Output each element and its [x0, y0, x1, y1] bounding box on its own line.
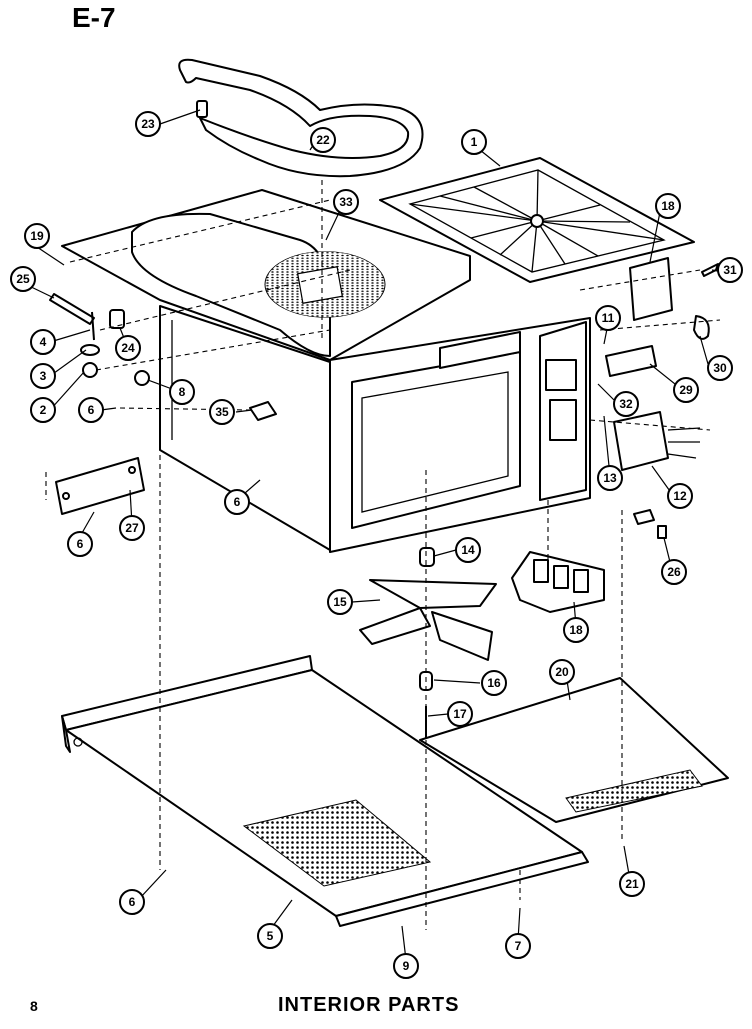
callout-18: 18	[563, 617, 589, 643]
callout-1: 1	[461, 129, 487, 155]
svg-text:17: 17	[453, 707, 467, 721]
callout-19: 19	[24, 223, 50, 249]
svg-text:16: 16	[487, 676, 501, 690]
callout-15: 15	[327, 589, 353, 615]
diagram-caption: INTERIOR PARTS	[278, 994, 460, 1016]
callout-12: 12	[667, 483, 693, 509]
callout-7: 7	[505, 933, 531, 959]
svg-text:35: 35	[215, 405, 229, 419]
svg-text:5: 5	[267, 929, 274, 943]
svg-text:20: 20	[555, 665, 569, 679]
svg-text:32: 32	[619, 397, 633, 411]
callout-6-c: 6	[119, 889, 145, 915]
svg-text:30: 30	[713, 361, 727, 375]
svg-text:31: 31	[723, 263, 737, 277]
oven-cavity	[61, 189, 591, 553]
svg-text:8: 8	[179, 385, 186, 399]
callout-18-top: 18	[655, 193, 681, 219]
svg-text:11: 11	[602, 311, 615, 325]
callout-32: 32	[613, 391, 639, 417]
callout-23: 23	[135, 111, 161, 137]
svg-text:27: 27	[125, 521, 139, 535]
relay-block	[511, 551, 605, 613]
switches-and-controls	[605, 257, 719, 539]
svg-text:25: 25	[16, 272, 30, 286]
svg-text:7: 7	[515, 939, 522, 953]
waveguide-ring	[178, 58, 424, 178]
stirrer-fan	[359, 547, 497, 740]
callout-24: 24	[115, 335, 141, 361]
svg-text:26: 26	[667, 565, 681, 579]
callout-33: 33	[333, 189, 359, 215]
svg-text:6: 6	[234, 495, 241, 509]
svg-text:23: 23	[141, 117, 155, 131]
page-code: E-7	[72, 2, 116, 33]
small-hardware-left	[49, 293, 277, 515]
svg-text:13: 13	[603, 471, 617, 485]
callout-26: 26	[661, 559, 687, 585]
callout-35: 35	[209, 399, 235, 425]
svg-text:2: 2	[40, 403, 47, 417]
svg-text:6: 6	[129, 895, 136, 909]
svg-text:12: 12	[673, 489, 687, 503]
callout-5: 5	[257, 923, 283, 949]
callout-4: 4	[30, 329, 56, 355]
callout-21: 21	[619, 871, 645, 897]
assembly-lines	[45, 180, 721, 930]
svg-text:18: 18	[569, 623, 583, 637]
svg-text:6: 6	[77, 537, 84, 551]
callout-13: 13	[597, 465, 623, 491]
svg-text:4: 4	[40, 335, 47, 349]
callout-17: 17	[447, 701, 473, 727]
svg-text:15: 15	[333, 595, 347, 609]
callout-9: 9	[393, 953, 419, 979]
svg-text:22: 22	[316, 133, 330, 147]
bottom-cover-plate	[419, 677, 729, 823]
callout-29: 29	[673, 377, 699, 403]
svg-text:21: 21	[625, 877, 639, 891]
callout-30: 30	[707, 355, 733, 381]
svg-text:9: 9	[403, 959, 410, 973]
svg-text:19: 19	[30, 229, 44, 243]
svg-text:1: 1	[471, 135, 478, 149]
page-number: 8	[30, 998, 38, 1014]
callout-27: 27	[119, 515, 145, 541]
svg-text:29: 29	[679, 383, 693, 397]
callout-14: 14	[455, 537, 481, 563]
svg-text:14: 14	[461, 543, 475, 557]
svg-text:3: 3	[40, 369, 47, 383]
callout-22: 22	[310, 127, 336, 153]
svg-text:33: 33	[339, 195, 353, 209]
glass-tray	[379, 157, 695, 283]
callout-8: 8	[169, 379, 195, 405]
callout-3: 3	[30, 363, 56, 389]
callout-2: 2	[30, 397, 56, 423]
callout-6-b: 6	[224, 489, 250, 515]
svg-text:6: 6	[88, 403, 95, 417]
svg-text:24: 24	[121, 341, 135, 355]
callout-6-a: 6	[78, 397, 104, 423]
callout-11: 11	[595, 305, 621, 331]
callout-16: 16	[481, 670, 507, 696]
callout-6-d: 6	[67, 531, 93, 557]
base-plate	[61, 655, 589, 927]
callout-31: 31	[717, 257, 743, 283]
callout-25: 25	[10, 266, 36, 292]
svg-text:18: 18	[661, 199, 675, 213]
callout-20: 20	[549, 659, 575, 685]
